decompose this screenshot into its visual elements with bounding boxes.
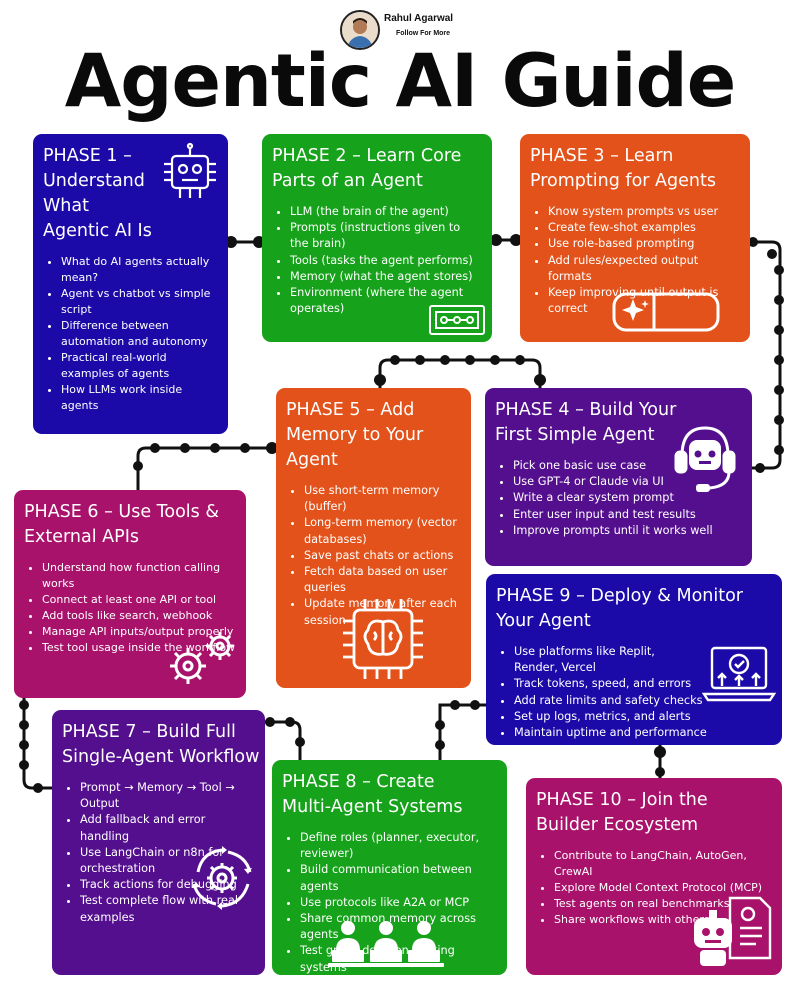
phase-item: Environment (where the agent operates) <box>290 285 482 317</box>
robot-document-icon <box>694 896 772 966</box>
phase-item: Maintain uptime and performance <box>514 725 772 741</box>
phase-item: Add tools like search, webhook <box>42 608 236 624</box>
phase-item: Use short-term memory (buffer) <box>304 483 461 515</box>
circuit-board-icon <box>429 305 485 335</box>
phase-item: Prompt → Memory → Tool → Output <box>80 780 255 812</box>
phase-item: Manage API inputs/output properly <box>42 624 236 640</box>
header: Rahul Agarwal Follow For More Agentic AI… <box>0 0 800 130</box>
phase-item: What do AI agents actually mean? <box>61 254 218 286</box>
connector-8-9 <box>438 703 486 760</box>
author-avatar <box>340 10 380 50</box>
connector-5-6 <box>136 446 276 490</box>
phase-item: Long-term memory (vector databases) <box>304 515 461 547</box>
phase-4-card: PHASE 4 – Build Your First Simple Agent … <box>485 388 752 566</box>
phase-item: Improve prompts until it works well <box>513 523 742 539</box>
phase-item: Pick one basic use case <box>513 458 742 474</box>
phase-item: Share common memory across agents <box>300 911 497 943</box>
cycle-gear-icon <box>192 846 252 910</box>
robot-headset-icon <box>674 426 736 492</box>
connector-6-7 <box>22 698 52 790</box>
phase-3-card: PHASE 3 – Learn Prompting for Agents Kno… <box>520 134 750 342</box>
phase-title: PHASE 6 – Use Tools & External APIs <box>24 502 219 547</box>
phase-9-card: PHASE 9 – Deploy & Monitor Your Agent Us… <box>486 574 782 745</box>
robot-chip-icon <box>164 142 216 198</box>
phase-2-card: PHASE 2 – Learn Core Parts of an Agent L… <box>262 134 492 342</box>
phase-title: PHASE 8 – Create Multi-Agent Systems <box>282 772 463 817</box>
phase-item: Track actions for debugging <box>80 877 255 893</box>
phase-title: PHASE 10 – Join the Builder Ecosystem <box>536 790 708 835</box>
phase-10-card: PHASE 10 – Join the Builder Ecosystem Co… <box>526 778 782 975</box>
phase-item: Test complete flow with real examples <box>80 893 255 925</box>
phase-item: Fetch data based on user queries <box>304 564 461 596</box>
phase-title: PHASE 5 – Add Memory to Your Agent <box>286 400 424 470</box>
phase-item: Use protocols like A2A or MCP <box>300 895 497 911</box>
phase-title: PHASE 7 – Build Full Single-Agent Workfl… <box>62 722 260 767</box>
phase-item: Use platforms like Replit, Render, Verce… <box>514 644 699 676</box>
connector-4-5 <box>378 358 542 388</box>
phase-item: Track tokens, speed, and errors <box>514 676 699 692</box>
phase-item: Understand how function calling works <box>42 560 236 592</box>
phase-item: Explore Model Context Protocol (MCP) <box>554 880 772 896</box>
phase-item: Use LangChain or n8n for orchestration <box>80 845 255 877</box>
phase-title: PHASE 9 – Deploy & Monitor Your Agent <box>496 586 743 631</box>
phase-5-card: PHASE 5 – Add Memory to Your Agent Use s… <box>276 388 471 688</box>
deploy-laptop-icon <box>702 646 776 702</box>
phase-item: Test agents on real benchmarks <box>554 896 772 912</box>
phase-item: Connect at least one API or tool <box>42 592 236 608</box>
phase-item: Write a clear system prompt <box>513 490 742 506</box>
phase-item: Difference between automation and autono… <box>61 318 218 350</box>
phase-item: Add rules/expected output formats <box>548 253 740 285</box>
phase-title: PHASE 1 – Understand What Agentic AI Is <box>43 146 152 241</box>
phase-item: Create few-shot examples <box>548 220 740 236</box>
person-icon <box>342 12 378 48</box>
phase-item: Memory (what the agent stores) <box>290 269 482 285</box>
prompt-input-icon <box>612 292 720 332</box>
phase-item: Tools (tasks the agent performs) <box>290 253 482 269</box>
phase-title: PHASE 3 – Learn Prompting for Agents <box>530 146 716 191</box>
phase-item: Know system prompts vs user <box>548 204 740 220</box>
connector-3-4 <box>750 240 782 470</box>
phase-item: Update memory after each session <box>304 596 461 628</box>
phase-item: How LLMs work inside agents <box>61 382 218 414</box>
gears-icon <box>170 632 234 684</box>
phase-item: Share workflows with others <box>554 912 772 928</box>
phase-item: Enter user input and test results <box>513 507 742 523</box>
phase-1-card: PHASE 1 – Understand What Agentic AI Is … <box>33 134 228 434</box>
phase-item: Use role-based prompting <box>548 236 740 252</box>
author-name: Rahul Agarwal <box>384 13 454 24</box>
phase-6-card: PHASE 6 – Use Tools & External APIs Unde… <box>14 490 246 698</box>
phase-item: Build communication between agents <box>300 862 497 894</box>
phase-item: Contribute to LangChain, AutoGen, CrewAI <box>554 848 772 880</box>
phase-item: LLM (the brain of the agent) <box>290 204 482 220</box>
connector-7-8 <box>265 720 302 760</box>
phase-item: Save past chats or actions <box>304 548 461 564</box>
page-title: Agentic AI Guide <box>64 39 737 124</box>
phase-item: Use GPT-4 or Claude via UI <box>513 474 742 490</box>
phase-item: Prompts (instructions given to the brain… <box>290 220 482 252</box>
phase-title: PHASE 2 – Learn Core Parts of an Agent <box>272 146 462 191</box>
phase-item: Add rate limits and safety checks <box>514 693 772 709</box>
phase-7-card: PHASE 7 – Build Full Single-Agent Workfl… <box>52 710 265 975</box>
phase-item: Define roles (planner, executor, reviewe… <box>300 830 497 862</box>
phase-title: PHASE 4 – Build Your First Simple Agent <box>495 400 677 445</box>
phase-item: Set up logs, metrics, and alerts <box>514 709 772 725</box>
team-computers-icon <box>328 921 444 967</box>
author-tagline: Follow For More <box>396 30 451 37</box>
phase-item: Practical real-world examples of agents <box>61 350 218 382</box>
brain-chip-icon <box>343 599 423 679</box>
phase-item: Agent vs chatbot vs simple script <box>61 286 218 318</box>
phase-item: Add fallback and error handling <box>80 812 255 844</box>
